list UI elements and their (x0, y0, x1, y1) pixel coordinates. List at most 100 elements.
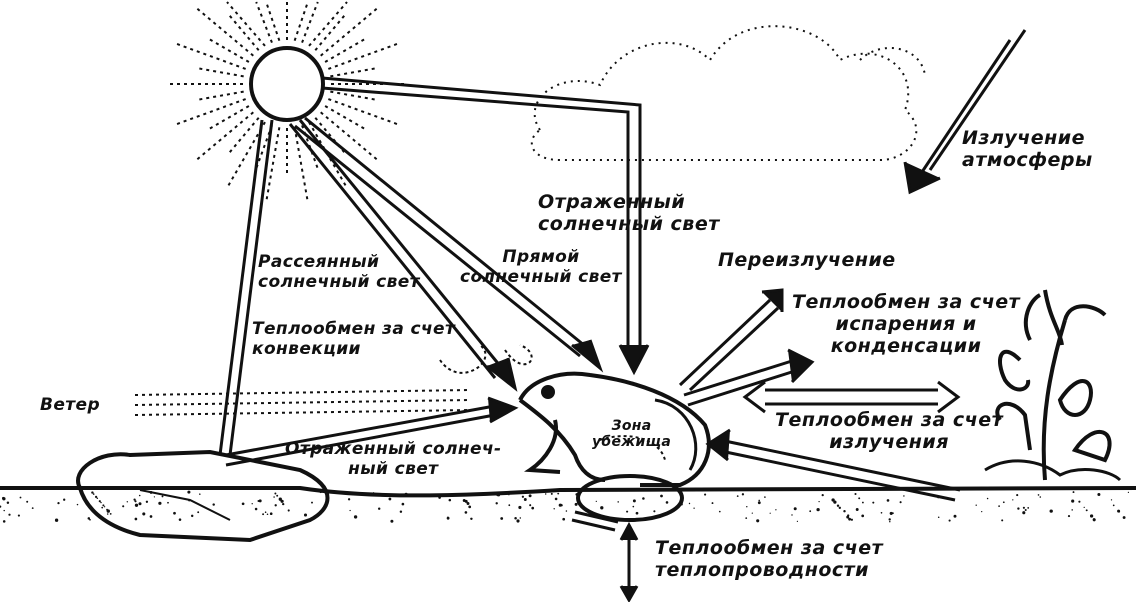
soil-dot (96, 497, 99, 500)
soil-dot (126, 501, 129, 503)
soil-dot (212, 503, 215, 506)
soil-dot (523, 498, 527, 501)
soil-dot (1022, 506, 1025, 509)
soil-dot (560, 504, 563, 507)
soil-dot (382, 493, 386, 497)
soil-dot (838, 506, 841, 509)
soil-dot (167, 501, 169, 504)
soil-dot (975, 504, 977, 506)
soil-dot (122, 505, 125, 508)
soil-dot (178, 518, 182, 521)
soil-dot (818, 500, 820, 503)
soil-dot (519, 517, 522, 519)
soil-dot (399, 510, 403, 513)
plant-icon (984, 289, 1122, 482)
conduction-label: Теплообмен за счет теплопроводности (655, 537, 884, 581)
soil-dot (26, 500, 29, 503)
soil-dot (468, 505, 472, 509)
soil-dot (103, 506, 106, 508)
soil-dot (888, 518, 891, 521)
frog-icon (518, 371, 711, 487)
evaporation-label: Теплообмен за счет испарения и конденсац… (792, 291, 1021, 357)
soil-dot (653, 510, 656, 513)
soil-dot (600, 506, 604, 510)
radiation-exchange-arrow (742, 380, 961, 414)
soil-dot (529, 504, 532, 507)
soil-dot (92, 493, 95, 495)
soil-dot (262, 513, 265, 516)
soil-dot (377, 507, 381, 510)
soil-dot (886, 499, 890, 502)
soil-dot (769, 512, 771, 514)
soil-dot (981, 510, 983, 513)
soil-dot (138, 502, 142, 506)
soil-dot (466, 502, 470, 505)
soil-dot (0, 505, 2, 508)
soil-dot (746, 506, 748, 508)
reflected-light-path (321, 76, 650, 376)
soil-dot (843, 509, 846, 513)
sun-ray (173, 98, 246, 126)
soil-dot (276, 494, 279, 497)
soil-dot (693, 507, 695, 509)
soil-dot (349, 509, 351, 512)
soil-dot (953, 514, 957, 518)
soil-dot (98, 500, 101, 503)
wind-label: Ветер (40, 395, 101, 415)
soil-dot (518, 505, 522, 510)
ground-reflected-label: Отраженный солнеч- ный свет (285, 439, 502, 479)
soil-dot (889, 520, 891, 523)
sun-ray (255, 1, 273, 44)
soil-dot (91, 491, 94, 494)
soil-dot (903, 495, 905, 497)
soil-dot (495, 492, 500, 496)
sun-ray (198, 90, 244, 101)
soil-dot (665, 501, 669, 504)
soil-dot (741, 493, 745, 496)
soil-dot (757, 501, 761, 505)
reflected-sunlight-label: Отраженный солнечный свет (538, 191, 720, 235)
sun-ray (265, 127, 281, 203)
soil-dot (889, 511, 893, 515)
soil-dot (880, 511, 883, 514)
soil-dot (464, 499, 468, 503)
soil-dot (565, 510, 568, 512)
sun-ray (330, 67, 376, 78)
soil-dot (282, 502, 285, 506)
shelter-label: Зона убежища (592, 418, 672, 451)
soil-dot (266, 513, 269, 516)
soil-dot (1110, 499, 1113, 501)
soil-dot (197, 511, 200, 514)
soil-dot (149, 515, 153, 518)
soil-dot (470, 517, 473, 521)
soil-dot (626, 510, 629, 513)
soil-dot (372, 492, 375, 494)
sun-ray (208, 105, 250, 130)
ground-reflect-path (218, 119, 519, 467)
sun-ray (226, 1, 266, 47)
soil-dot (521, 495, 525, 498)
soil-dot (404, 492, 408, 496)
burrow-icon (571, 474, 684, 532)
convection-curl (439, 344, 533, 374)
soil-dot (948, 519, 951, 522)
sun-ray (194, 111, 254, 162)
soil-dot (1039, 496, 1042, 498)
soil-dot (635, 511, 639, 515)
soil-dot (303, 513, 308, 517)
soil-dot (544, 493, 547, 495)
soil-dot (854, 492, 857, 496)
soil-dot (1037, 494, 1040, 496)
soil-dot (855, 508, 859, 511)
soil-dot (1049, 509, 1053, 513)
rock-icon (76, 449, 330, 543)
wind-lines (134, 389, 471, 416)
soil-dot (446, 516, 450, 520)
soil-dot (758, 499, 760, 502)
soil-dot (187, 490, 191, 494)
soil-dot (858, 497, 861, 500)
soil-dot (101, 506, 104, 509)
soil-dot (617, 501, 619, 503)
soil-dot (791, 514, 793, 516)
